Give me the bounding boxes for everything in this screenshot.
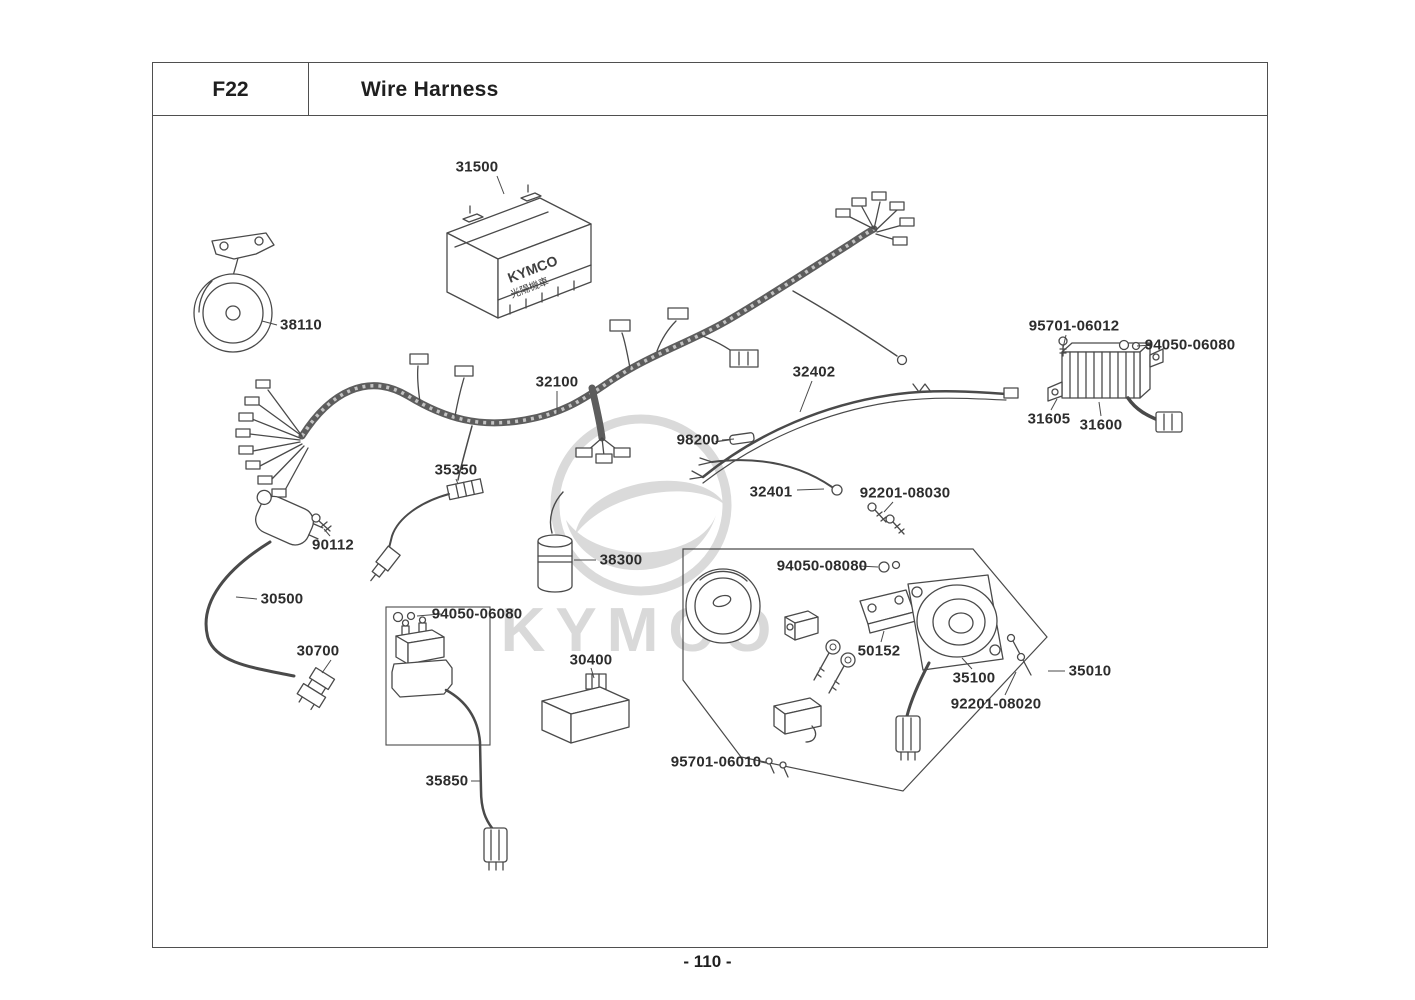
leader-line-32402 xyxy=(799,380,813,413)
part-label-92201-08020: 92201-08020 xyxy=(950,695,1042,713)
screws-95701-06010 xyxy=(765,757,789,778)
page-title: Wire Harness xyxy=(361,77,499,101)
part-label-95701-06012: 95701-06012 xyxy=(1028,317,1120,335)
fuel-cap-illustration xyxy=(685,568,761,644)
leader-line-31500 xyxy=(496,175,505,195)
horn-illustration xyxy=(193,232,275,353)
bracket-50152 xyxy=(859,589,917,634)
nut-94050-06080 xyxy=(1118,339,1141,351)
header: F22 Wire Harness xyxy=(153,63,1267,116)
ignition-switch-set-illustration xyxy=(682,502,1048,792)
leader-line-30400 xyxy=(590,667,595,679)
part-label-35850: 35850 xyxy=(425,772,469,790)
keys-illustration xyxy=(813,639,856,694)
part-label-94050-06080: 94050-06080 xyxy=(431,605,523,623)
part-label-35010: 35010 xyxy=(1068,662,1112,680)
part-label-30400: 30400 xyxy=(569,651,613,669)
leader-line-35100 xyxy=(961,657,973,670)
leader-line-38110 xyxy=(261,320,278,326)
leader-line-92201-08030 xyxy=(883,501,894,513)
part-label-98200: 98200 xyxy=(676,431,720,449)
leader-line-95701-06012 xyxy=(1062,334,1067,349)
leader-line-92201-08020 xyxy=(1004,671,1017,696)
nut-94050-06080-relay xyxy=(392,611,416,623)
part-label-94050-06080: 94050-06080 xyxy=(1144,336,1236,354)
part-label-30700: 30700 xyxy=(296,642,340,660)
starter-relay-illustration xyxy=(385,606,508,871)
leader-line-31605 xyxy=(1050,398,1058,411)
seat-cable-illustration xyxy=(689,383,1019,496)
leader-line-94050-06080 xyxy=(416,613,442,617)
ignition-coil-illustration xyxy=(204,489,336,711)
plug-cap-30700 xyxy=(296,666,336,711)
leader-line-94050-06080 xyxy=(1136,344,1153,347)
battery-illustration: KYMCO 光陽機車 xyxy=(446,184,592,319)
leader-line-30700 xyxy=(321,659,332,674)
leader-line-50152 xyxy=(880,630,885,643)
leader-line-35350 xyxy=(455,478,459,485)
part-label-32401: 32401 xyxy=(749,483,793,501)
regulator-illustration xyxy=(1047,336,1183,433)
leader-line-32401 xyxy=(796,488,825,491)
screws-92201-08020 xyxy=(1006,633,1032,676)
part-label-30500: 30500 xyxy=(260,590,304,608)
canister-illustration xyxy=(537,491,573,593)
part-label-31600: 31600 xyxy=(1079,416,1123,434)
part-label-32402: 32402 xyxy=(792,363,836,381)
part-label-38110: 38110 xyxy=(280,316,322,334)
part-label-31500: 31500 xyxy=(455,158,499,176)
part-label-31605: 31605 xyxy=(1027,410,1071,428)
section-code-box: F22 xyxy=(153,63,309,116)
section-code: F22 xyxy=(212,77,249,101)
part-label-94050-08080: 94050-08080 xyxy=(776,557,868,575)
part-label-38300: 38300 xyxy=(599,551,643,569)
part-label-95701-06010: 95701-06010 xyxy=(670,753,762,771)
leader-line-94050-08080 xyxy=(858,565,879,568)
leader-line-90112 xyxy=(323,528,331,537)
bolt-90112 xyxy=(311,513,332,532)
diagram-frame: F22 Wire Harness xyxy=(152,62,1268,948)
leader-lines xyxy=(235,175,1153,782)
leader-line-98200 xyxy=(721,438,735,441)
part-label-92201-08030: 92201-08030 xyxy=(859,484,951,502)
leader-line-95701-06010 xyxy=(760,761,767,764)
pickup-wire-illustration xyxy=(370,478,484,582)
lock-cylinder-illustration xyxy=(784,610,819,641)
seat-latch-illustration xyxy=(773,697,822,743)
wire-harness-illustration xyxy=(235,191,915,498)
part-label-35100: 35100 xyxy=(952,669,996,687)
main-switch-35100 xyxy=(895,574,1004,761)
bolts-92201-08030 xyxy=(867,502,905,535)
part-label-90112: 90112 xyxy=(312,536,354,554)
leader-line-31600 xyxy=(1098,401,1102,417)
leader-line-30500 xyxy=(235,596,258,600)
part-label-50152: 50152 xyxy=(857,642,901,660)
cdi-unit-illustration xyxy=(541,673,630,744)
part-label-32100: 32100 xyxy=(535,373,579,391)
page-number: - 110 - xyxy=(683,952,732,971)
nut-94050-08080 xyxy=(878,560,901,573)
part-label-35350: 35350 xyxy=(434,461,478,479)
